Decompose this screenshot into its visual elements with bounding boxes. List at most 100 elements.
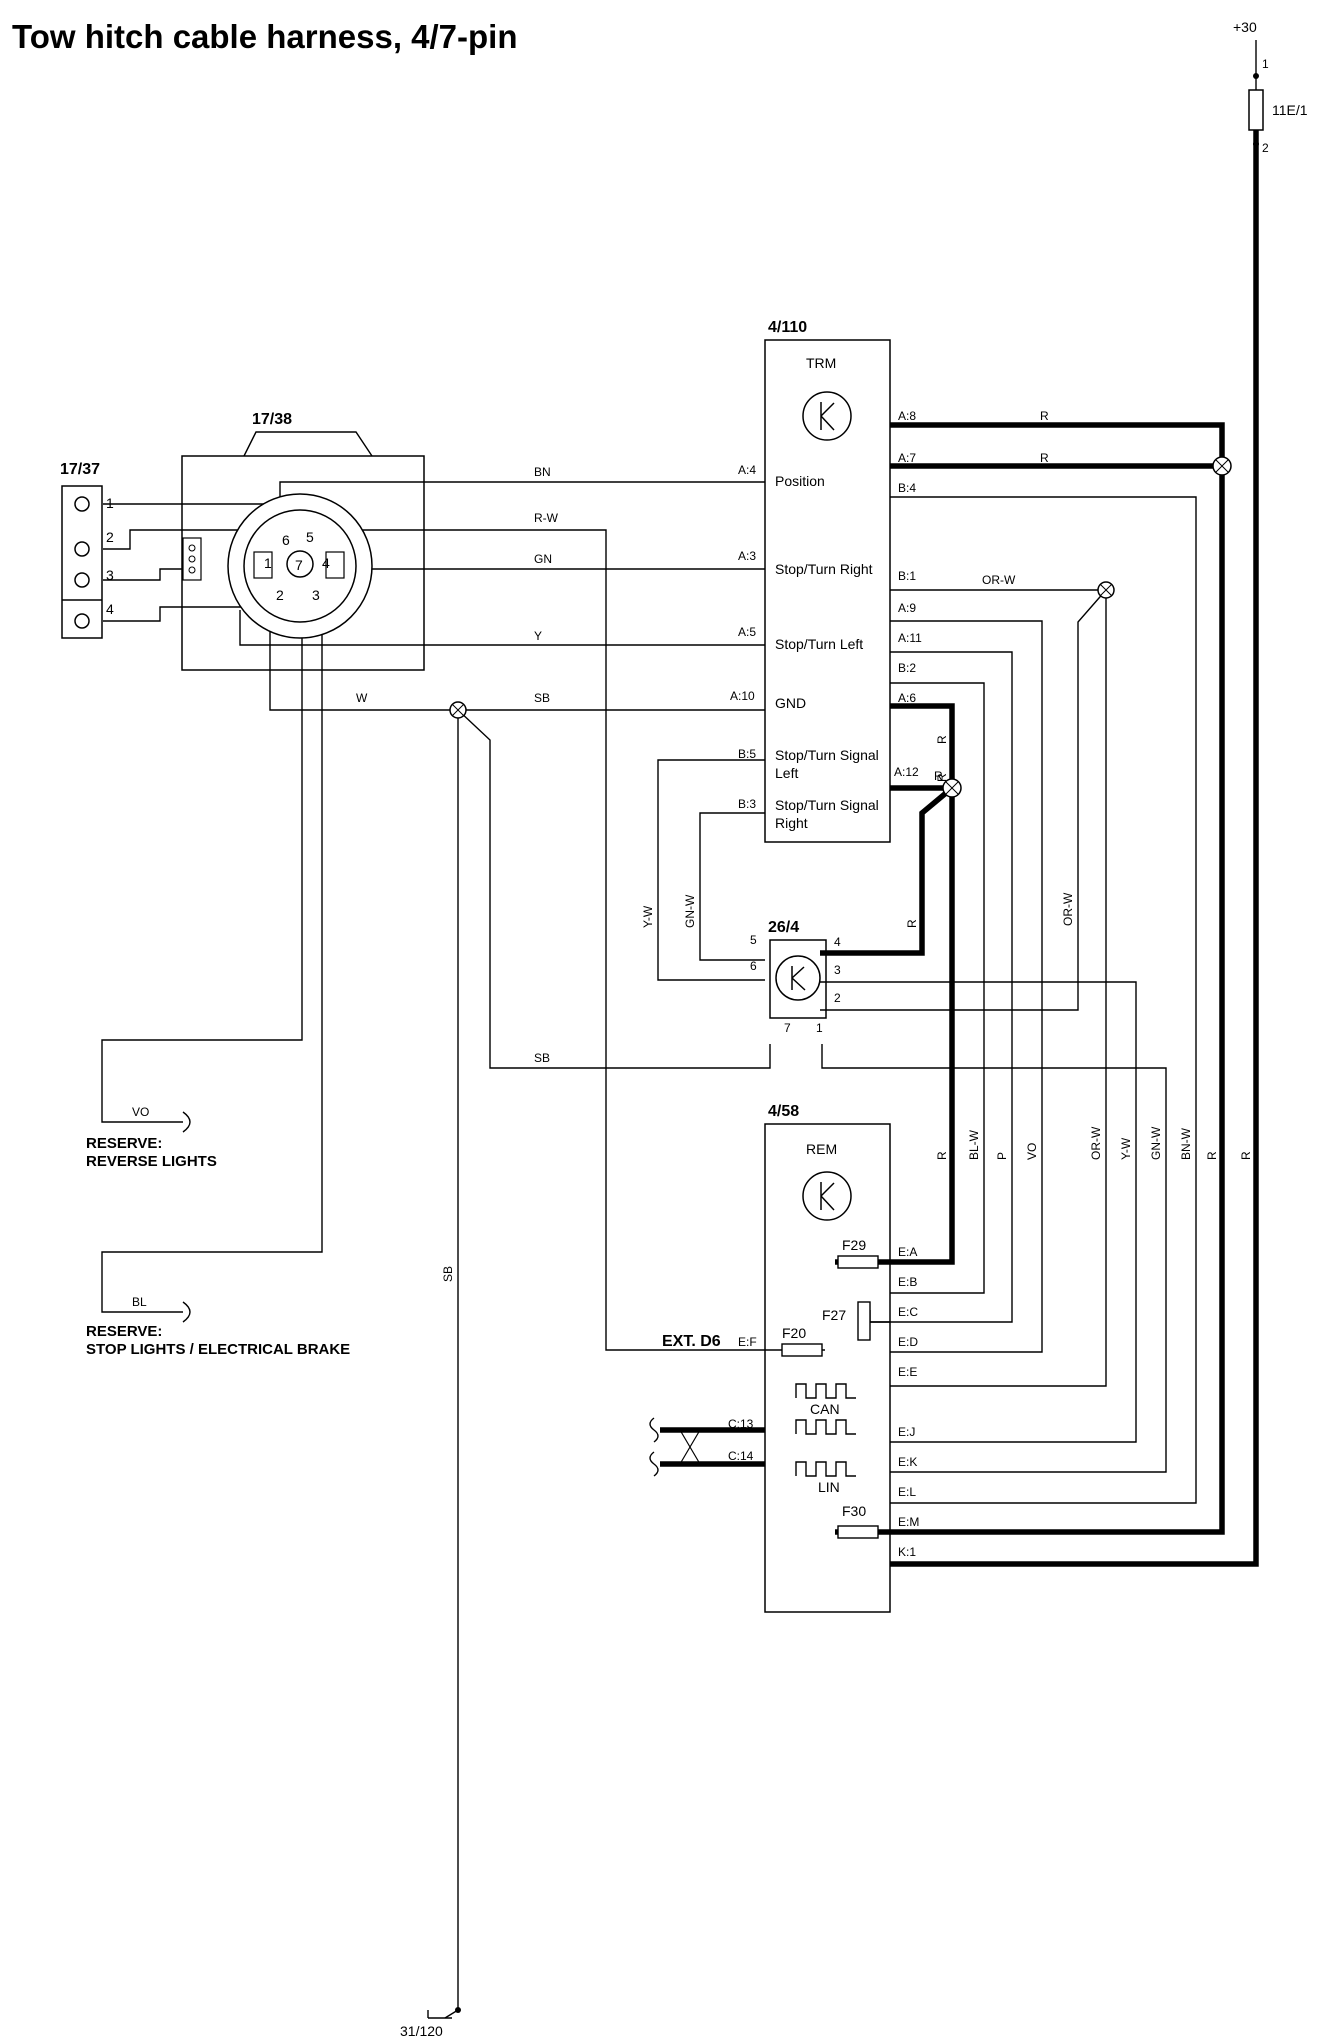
power-feed: +30 1 11E/1 2 (1233, 19, 1308, 155)
wire-gnw-relay: GN-W (683, 894, 697, 928)
wire-orw-relay: OR-W (1061, 892, 1075, 926)
wire-gnw-rem: GN-W (1149, 1126, 1163, 1160)
ground-31-120: 31/120 (400, 2007, 461, 2039)
splice-sb (449, 701, 467, 719)
relay-id: 26/4 (768, 919, 799, 936)
reserve-stop-line2: STOP LIGHTS / ELECTRICAL BRAKE (86, 1341, 350, 1358)
reserve-reverse-wire: VO (132, 1105, 149, 1119)
ground-label: 31/120 (400, 2023, 443, 2039)
pin-3: 3 (106, 567, 114, 583)
reserve-reverse-line2: REVERSE LIGHTS (86, 1153, 217, 1170)
wire-sb-2: SB (534, 1051, 550, 1065)
trm-fn-gnd: GND (775, 695, 806, 711)
fuse-f27-label: F27 (822, 1307, 846, 1323)
trm-pin-b5: B:5 (738, 747, 756, 761)
rem-pin-ed: E:D (898, 1335, 918, 1349)
module-trm: 4/110 TRM A:4 Position A:3 Stop/Turn Rig… (730, 319, 922, 843)
wire-yw-relay: Y-W (641, 905, 655, 928)
trm-fn-sig-right-2: Right (775, 815, 808, 831)
wire-labels: BN R-W GN Y W SB SB R R OR-W R R R R Y-W… (356, 409, 1253, 1282)
wire-bn: BN (534, 465, 551, 479)
wire-y: Y (534, 629, 542, 643)
fuse-label: 11E/1 (1272, 102, 1308, 118)
relay-pin-3: 3 (834, 963, 841, 977)
wire-r-rem-2: R (1205, 1151, 1219, 1160)
splice-orw (1097, 581, 1115, 599)
relay-26-4: 26/4 5 6 4 3 2 7 1 (750, 919, 841, 1035)
power-label: +30 (1233, 19, 1257, 35)
wire-rw: R-W (534, 511, 559, 525)
trm-pin-b3: B:3 (738, 797, 756, 811)
trm-pin-b1: B:1 (898, 569, 916, 583)
connector-17-38: 17/38 1 2 3 4 5 6 7 (181, 411, 425, 671)
rem-pin-ef: E:F (738, 1335, 757, 1349)
rem-pin-c14: C:14 (728, 1449, 754, 1463)
fuse-pin-top: 1 (1262, 57, 1269, 71)
wire-r-a6: R (935, 735, 949, 744)
pin-1: 1 (264, 555, 272, 571)
trm-pin-a6: A:6 (898, 691, 916, 705)
trm-pin-b2: B:2 (898, 661, 916, 675)
relay-pin-5: 5 (750, 933, 757, 947)
reserve-stop-wire: BL (132, 1295, 147, 1309)
lin-symbol: LIN (795, 1461, 856, 1495)
wire-r-relay: R (905, 919, 919, 928)
fuse-pin-bottom: 2 (1262, 141, 1269, 155)
pin-1: 1 (106, 495, 114, 511)
trm-pin-a12: A:12 (894, 765, 919, 779)
pin-2: 2 (276, 587, 284, 603)
wire-bnw: BN-W (1179, 1127, 1193, 1160)
wire-r-a8: R (1040, 409, 1049, 423)
trm-pin-a7: A:7 (898, 451, 916, 465)
rem-pin-ec: E:C (898, 1305, 918, 1319)
splice-r-top (1212, 456, 1232, 476)
wire-w: W (356, 691, 368, 705)
pin-5: 5 (306, 529, 314, 545)
trm-pin-a11: A:11 (898, 631, 922, 645)
wire-orw-b1: OR-W (982, 573, 1016, 587)
reserve-reverse-line1: RESERVE: (86, 1135, 162, 1152)
relay-pin-2: 2 (834, 991, 841, 1005)
reserve-stop: BL RESERVE: STOP LIGHTS / ELECTRICAL BRA… (86, 1295, 350, 1358)
pin-4: 4 (106, 601, 114, 617)
fuse-11e1 (1248, 89, 1264, 131)
connector-17-37-label: 17/37 (60, 461, 100, 478)
trm-fn-stop-left: Stop/Turn Left (775, 636, 863, 652)
relay-pin-4: 4 (834, 935, 841, 949)
rem-pin-eb: E:B (898, 1275, 917, 1289)
wire-sb-1: SB (534, 691, 550, 705)
module-rem: 4/58 REM F29 F27 F20 F30 EXT. D6 E:F C:1… (662, 1103, 919, 1613)
pin-4: 4 (322, 555, 330, 571)
bus-cut-marks (649, 1417, 701, 1477)
reserve-reverse: VO RESERVE: REVERSE LIGHTS (86, 1105, 217, 1170)
rem-pin-c13: C:13 (728, 1417, 754, 1431)
trm-id: 4/110 (768, 319, 807, 336)
lin-label: LIN (818, 1479, 840, 1495)
wire-r-rem-3: R (1239, 1151, 1253, 1160)
wire-blw: BL-W (967, 1129, 981, 1160)
fuse-f20-label: F20 (782, 1325, 806, 1341)
wire-gn: GN (534, 552, 552, 566)
trm-fn-position: Position (775, 473, 825, 489)
wire-r-junction: R (935, 773, 949, 782)
rem-pin-ej: E:J (898, 1425, 915, 1439)
rem-pin-em: E:M (898, 1515, 919, 1529)
trm-pin-b4: B:4 (898, 481, 916, 495)
trm-pin-a9: A:9 (898, 601, 916, 615)
thin-wires (101, 481, 1197, 2010)
fuse-f27 (857, 1301, 871, 1341)
relay-pin-6: 6 (750, 959, 757, 973)
trm-fn-sig-right-1: Stop/Turn Signal (775, 797, 879, 813)
splices (449, 456, 1232, 798)
trm-fn-sig-left-2: Left (775, 765, 798, 781)
splice-r-trm (942, 778, 962, 798)
relay-pin-7: 7 (784, 1021, 791, 1035)
fuse-f30-label: F30 (842, 1503, 866, 1519)
connector-17-38-label: 17/38 (252, 411, 292, 428)
wire-sb-ground: SB (441, 1266, 455, 1282)
rem-pin-ea: E:A (898, 1245, 917, 1259)
ext-d6-label: EXT. D6 (662, 1333, 721, 1350)
pin-6: 6 (282, 532, 290, 548)
rem-name: REM (806, 1141, 837, 1157)
